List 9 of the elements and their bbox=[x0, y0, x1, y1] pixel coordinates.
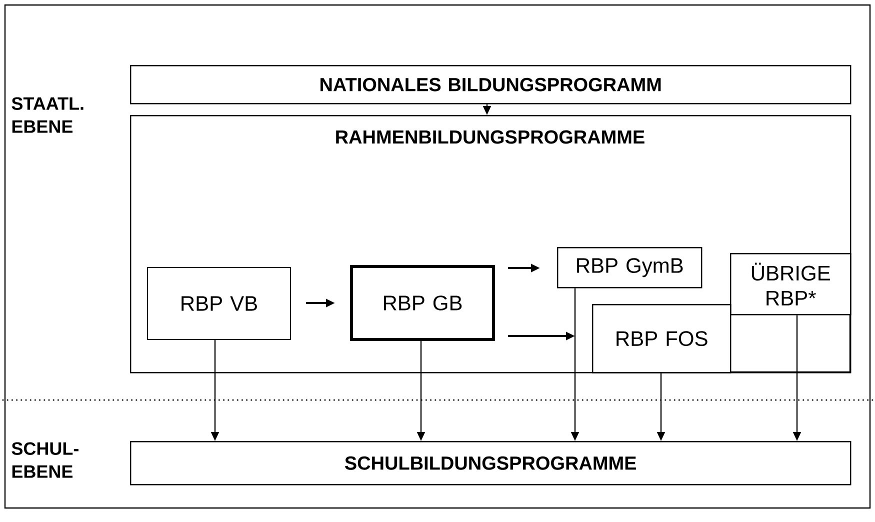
program-box: RBP FOS bbox=[592, 304, 732, 374]
level-label: STAATL. EBENE bbox=[12, 97, 84, 133]
program-box: NATIONALES BILDUNGSPROGRAMM bbox=[130, 65, 852, 104]
program-box: ÜBRIGE RBP* bbox=[729, 253, 852, 373]
program-box: SCHULBILDUNGSPROGRAMME bbox=[130, 441, 852, 486]
level-label: SCHUL- EBENE bbox=[12, 442, 78, 478]
program-box: RBP GymB bbox=[557, 247, 702, 288]
program-box: RBP GB bbox=[350, 265, 495, 341]
program-box: RBP VB bbox=[147, 267, 291, 340]
